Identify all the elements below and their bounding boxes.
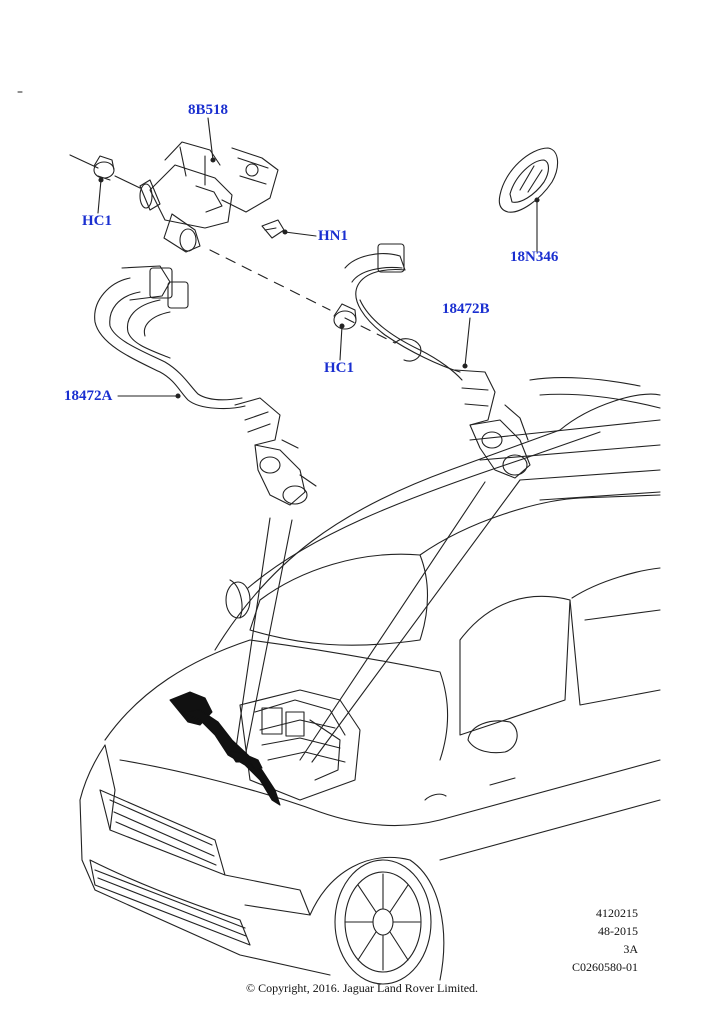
auxiliary-pump-drawing bbox=[139, 141, 279, 253]
copyright-notice: © Copyright, 2016. Jaguar Land Rover Lim… bbox=[245, 981, 479, 995]
hose-18472a-drawing bbox=[94, 265, 317, 506]
axis-line-top bbox=[69, 154, 141, 189]
hose-18472b-drawing bbox=[344, 243, 531, 479]
hose-clamp-top-drawing bbox=[93, 155, 115, 181]
highlighted-hose-path bbox=[169, 691, 281, 806]
reference-line-4: C0260580-01 bbox=[572, 960, 638, 974]
callout-18n346[interactable]: 18N346 bbox=[510, 249, 559, 265]
vehicle-drawing bbox=[79, 377, 661, 985]
projection-lines bbox=[235, 479, 521, 763]
hn1-clip-drawing bbox=[261, 219, 285, 239]
reference-line-2: 48-2015 bbox=[598, 924, 638, 938]
grommet-drawing bbox=[498, 147, 559, 213]
leader-lines bbox=[97, 117, 540, 399]
callout-hc1-mid[interactable]: HC1 bbox=[324, 360, 354, 376]
callout-18472b[interactable]: 18472B bbox=[442, 301, 490, 317]
callout-8b518[interactable]: 8B518 bbox=[188, 102, 229, 118]
callout-hc1-top[interactable]: HC1 bbox=[82, 213, 112, 229]
callout-hn1[interactable]: HN1 bbox=[318, 228, 348, 244]
axis-line-dashed bbox=[209, 249, 396, 344]
reference-line-1: 4120215 bbox=[596, 906, 638, 920]
hose-clamp-mid-drawing bbox=[333, 303, 357, 330]
callout-18472a[interactable]: 18472A bbox=[64, 388, 113, 404]
reference-line-3: 3A bbox=[623, 942, 638, 956]
engine-bay-drawing bbox=[239, 689, 361, 801]
